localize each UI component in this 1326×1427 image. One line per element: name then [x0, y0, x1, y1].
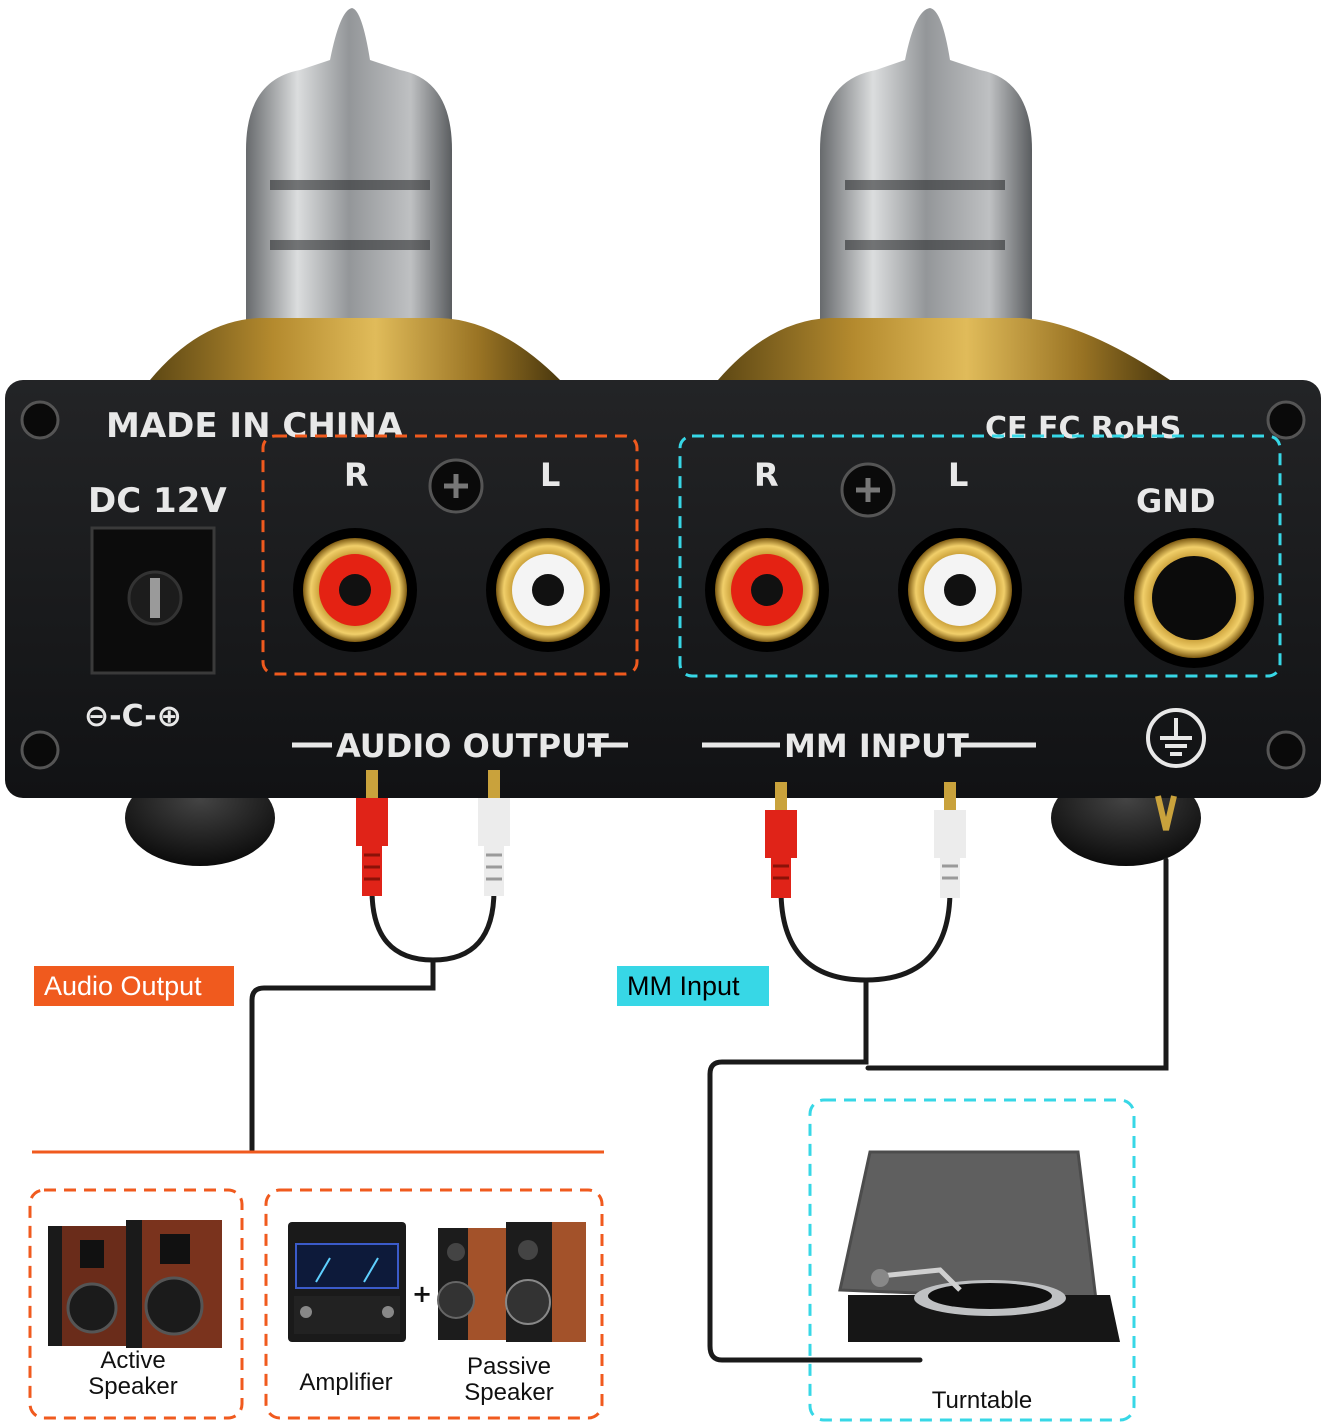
passive-speaker-image — [437, 1222, 586, 1342]
polarity-symbol: ⊖-C-⊕ — [84, 699, 182, 734]
active-speaker-frame — [28, 1188, 244, 1420]
vacuum-tube-left — [150, 8, 560, 380]
mm-input-frame — [678, 434, 1282, 678]
corner-screws — [20, 400, 1306, 770]
dc-power-jack[interactable] — [90, 526, 216, 675]
input-r-jack[interactable] — [705, 528, 829, 652]
rear-panel — [5, 380, 1321, 798]
center-screw-input — [840, 462, 896, 518]
input-cable — [707, 857, 1169, 1363]
output-l-jack[interactable] — [486, 528, 610, 652]
input-rca-plug-red — [765, 782, 797, 898]
input-rca-plug-white — [934, 782, 966, 898]
made-in-china-label: MADE IN CHINA — [106, 406, 404, 446]
vacuum-tube-right — [718, 8, 1170, 380]
output-rca-plug-red — [356, 770, 388, 896]
output-r-label: R — [344, 456, 369, 494]
ground-symbol-icon — [1146, 708, 1206, 768]
turntable-caption: Turntable — [931, 1387, 1033, 1414]
output-rca-plug-white — [478, 770, 510, 896]
turntable-frame — [808, 1098, 1136, 1422]
audio-output-tag: Audio Output — [34, 966, 234, 1006]
output-r-jack[interactable] — [293, 528, 417, 652]
active-speaker-caption: Active Speaker — [88, 1347, 178, 1400]
audio-output-panel-label: AUDIO OUTPUT — [336, 727, 609, 765]
certification-marks: CE FC RoHS — [985, 411, 1181, 446]
mm-input-tag: MM Input — [617, 966, 769, 1006]
ground-spade-connector — [1155, 795, 1177, 831]
input-r-label: R — [754, 456, 779, 494]
mm-input-panel-label: MM INPUT — [784, 727, 969, 765]
amplifier-image — [288, 1222, 406, 1342]
amplifier-caption: Amplifier — [299, 1369, 393, 1396]
input-l-label: L — [948, 456, 968, 494]
amp-passive-frame — [264, 1188, 604, 1420]
active-speaker-image — [48, 1220, 222, 1348]
plus-sign: + — [412, 1280, 432, 1308]
gnd-terminal[interactable] — [1124, 528, 1264, 668]
turntable-image — [838, 1150, 1120, 1342]
output-cable — [249, 887, 497, 1153]
gnd-label: GND — [1136, 482, 1216, 520]
dc-power-label: DC 12V — [88, 481, 227, 521]
passive-speaker-caption: Passive Speaker — [464, 1353, 554, 1406]
input-l-jack[interactable] — [898, 528, 1022, 652]
center-screw-output — [428, 458, 484, 514]
output-l-label: L — [540, 456, 560, 494]
